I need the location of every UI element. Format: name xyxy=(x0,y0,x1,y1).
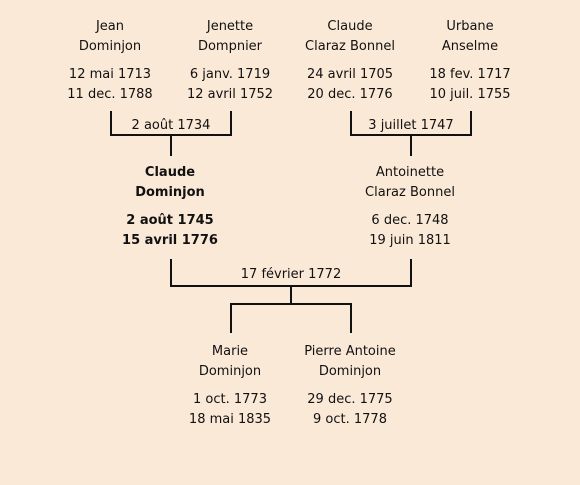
connector-line xyxy=(110,111,112,136)
person-last-name: Anselme xyxy=(441,39,499,54)
marriage-date-label: 2 août 1734 xyxy=(131,118,211,133)
death-date: 9 oct. 1778 xyxy=(313,412,387,427)
child-pierre-antoine-dominjon: Pierre Antoine Dominjon 29 dec. 1775 9 o… xyxy=(280,342,420,430)
birth-date: 6 janv. 1719 xyxy=(189,67,271,82)
person-last-name: Claraz Bonnel xyxy=(365,185,455,200)
death-date: 10 juil. 1755 xyxy=(429,87,511,102)
person-first-name: Marie xyxy=(211,344,249,359)
death-date: 18 mai 1835 xyxy=(188,412,272,427)
grandparent-jean-dominjon: Jean Dominjon 12 mai 1713 11 dec. 1788 xyxy=(40,17,180,105)
person-last-name: Dompnier xyxy=(197,39,263,54)
connector-line xyxy=(350,111,352,136)
birth-date: 12 mai 1713 xyxy=(68,67,152,82)
connector-line xyxy=(170,134,172,156)
person-first-name: Claude xyxy=(144,165,196,180)
person-last-name: Dominjon xyxy=(135,185,205,200)
birth-date: 6 dec. 1748 xyxy=(371,213,449,228)
person-last-name: Dominjon xyxy=(78,39,142,54)
marriage-date-label: 17 février 1772 xyxy=(240,267,342,282)
connector-line xyxy=(290,285,292,305)
connector-line xyxy=(230,303,352,305)
birth-date: 1 oct. 1773 xyxy=(193,392,267,407)
person-last-name: Dominjon xyxy=(198,364,262,379)
grandparent-urbane-anselme: Urbane Anselme 18 fev. 1717 10 juil. 175… xyxy=(400,17,540,105)
parent-antoinette-claraz-bonnel: Antoinette Claraz Bonnel 6 dec. 1748 19 … xyxy=(340,163,480,251)
connector-line xyxy=(230,303,232,333)
person-first-name: Jean xyxy=(95,19,125,34)
birth-date: 24 avril 1705 xyxy=(306,67,394,82)
death-date: 15 avril 1776 xyxy=(122,233,218,248)
birth-date: 18 fev. 1717 xyxy=(429,67,511,82)
grandparent-claude-claraz-bonnel: Claude Claraz Bonnel 24 avril 1705 20 de… xyxy=(280,17,420,105)
death-date: 19 juin 1811 xyxy=(369,233,451,248)
child-marie-dominjon: Marie Dominjon 1 oct. 1773 18 mai 1835 xyxy=(160,342,300,430)
birth-date: 29 dec. 1775 xyxy=(307,392,393,407)
person-last-name: Dominjon xyxy=(318,364,382,379)
person-last-name: Claraz Bonnel xyxy=(305,39,395,54)
person-first-name: Jenette xyxy=(206,19,254,34)
death-date: 11 dec. 1788 xyxy=(67,87,153,102)
marriage-date-label: 3 juillet 1747 xyxy=(368,118,454,133)
connector-line xyxy=(470,111,472,136)
connector-line xyxy=(410,134,412,156)
connector-line xyxy=(170,259,172,287)
connector-line xyxy=(410,259,412,287)
person-first-name: Claude xyxy=(327,19,373,34)
connector-line xyxy=(230,111,232,136)
birth-date: 2 août 1745 xyxy=(126,213,214,228)
death-date: 12 avril 1752 xyxy=(186,87,274,102)
connector-line xyxy=(350,303,352,333)
person-first-name: Antoinette xyxy=(375,165,445,180)
person-first-name: Urbane xyxy=(446,19,494,34)
grandparent-jenette-dompnier: Jenette Dompnier 6 janv. 1719 12 avril 1… xyxy=(160,17,300,105)
person-first-name: Pierre Antoine xyxy=(304,344,396,359)
death-date: 20 dec. 1776 xyxy=(307,87,393,102)
parent-claude-dominjon: Claude Dominjon 2 août 1745 15 avril 177… xyxy=(100,163,240,251)
